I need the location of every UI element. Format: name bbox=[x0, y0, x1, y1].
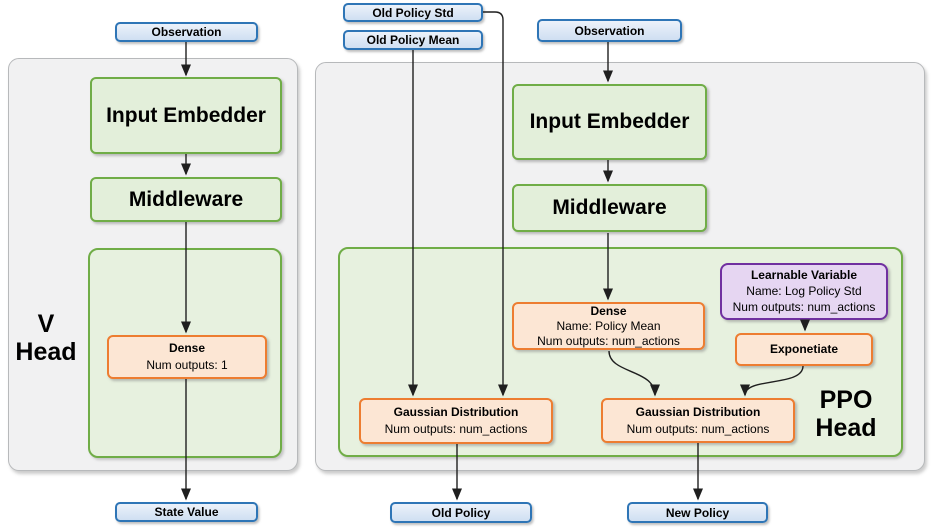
old-policy-mean-label: Old Policy Mean bbox=[366, 33, 460, 47]
dense-v-block: Dense Num outputs: 1 bbox=[107, 335, 267, 379]
observation-left-node: Observation bbox=[115, 22, 258, 42]
state-value-node: State Value bbox=[115, 502, 258, 522]
gaussian-distribution-old-block: Gaussian Distribution Num outputs: num_a… bbox=[359, 398, 553, 444]
middleware-right-block: Middleware bbox=[512, 184, 707, 232]
input-embedder-right-label: Input Embedder bbox=[529, 110, 690, 133]
old-policy-std-label: Old Policy Std bbox=[372, 5, 454, 20]
v-head-label-line2: Head bbox=[15, 338, 77, 366]
dense-policy-mean-title: Dense bbox=[590, 303, 627, 318]
dense-policy-mean-name: Name: Policy Mean bbox=[556, 318, 661, 333]
v-head-label: V Head bbox=[6, 310, 86, 366]
observation-left-label: Observation bbox=[151, 25, 222, 39]
middleware-left-label: Middleware bbox=[128, 187, 244, 211]
ppo-head-label-line2: Head bbox=[815, 414, 877, 442]
gaussian-old-num-outputs: Num outputs: num_actions bbox=[384, 422, 528, 436]
dense-policy-mean-num-outputs: Num outputs: num_actions bbox=[537, 333, 680, 348]
input-embedder-right-block: Input Embedder bbox=[512, 84, 707, 160]
learnable-variable-block: Learnable Variable Name: Log Policy Std … bbox=[720, 263, 888, 320]
new-policy-label: New Policy bbox=[665, 505, 730, 520]
dense-v-num-outputs: Num outputs: 1 bbox=[146, 358, 228, 372]
observation-right-label: Observation bbox=[574, 23, 645, 38]
exponetiate-title: Exponetiate bbox=[769, 342, 838, 356]
new-policy-node: New Policy bbox=[627, 502, 768, 523]
exponetiate-block: Exponetiate bbox=[735, 333, 873, 366]
ppo-head-label: PPO Head bbox=[790, 386, 902, 442]
ppo-head-label-line1: PPO bbox=[819, 386, 873, 414]
v-head-label-line1: V bbox=[37, 310, 55, 338]
gaussian-new-title: Gaussian Distribution bbox=[635, 404, 761, 419]
learnable-variable-num-outputs: Num outputs: num_actions bbox=[732, 300, 876, 314]
state-value-label: State Value bbox=[154, 505, 219, 519]
learnable-variable-name: Name: Log Policy Std bbox=[746, 284, 862, 298]
gaussian-old-title: Gaussian Distribution bbox=[393, 405, 519, 419]
gaussian-distribution-new-block: Gaussian Distribution Num outputs: num_a… bbox=[601, 398, 795, 443]
middleware-right-label: Middleware bbox=[552, 196, 667, 219]
observation-right-node: Observation bbox=[537, 19, 682, 42]
gaussian-new-num-outputs: Num outputs: num_actions bbox=[626, 421, 770, 436]
learnable-variable-title: Learnable Variable bbox=[750, 268, 858, 282]
input-embedder-left-label: Input Embedder bbox=[106, 103, 266, 127]
dense-policy-mean-block: Dense Name: Policy Mean Num outputs: num… bbox=[512, 302, 705, 350]
old-policy-std-node: Old Policy Std bbox=[343, 3, 483, 22]
input-embedder-left-block: Input Embedder bbox=[90, 77, 282, 154]
old-policy-node: Old Policy bbox=[390, 502, 532, 523]
middleware-left-block: Middleware bbox=[90, 177, 282, 222]
dense-v-title: Dense bbox=[168, 341, 206, 355]
old-policy-mean-node: Old Policy Mean bbox=[343, 30, 483, 50]
old-policy-label: Old Policy bbox=[431, 505, 491, 520]
